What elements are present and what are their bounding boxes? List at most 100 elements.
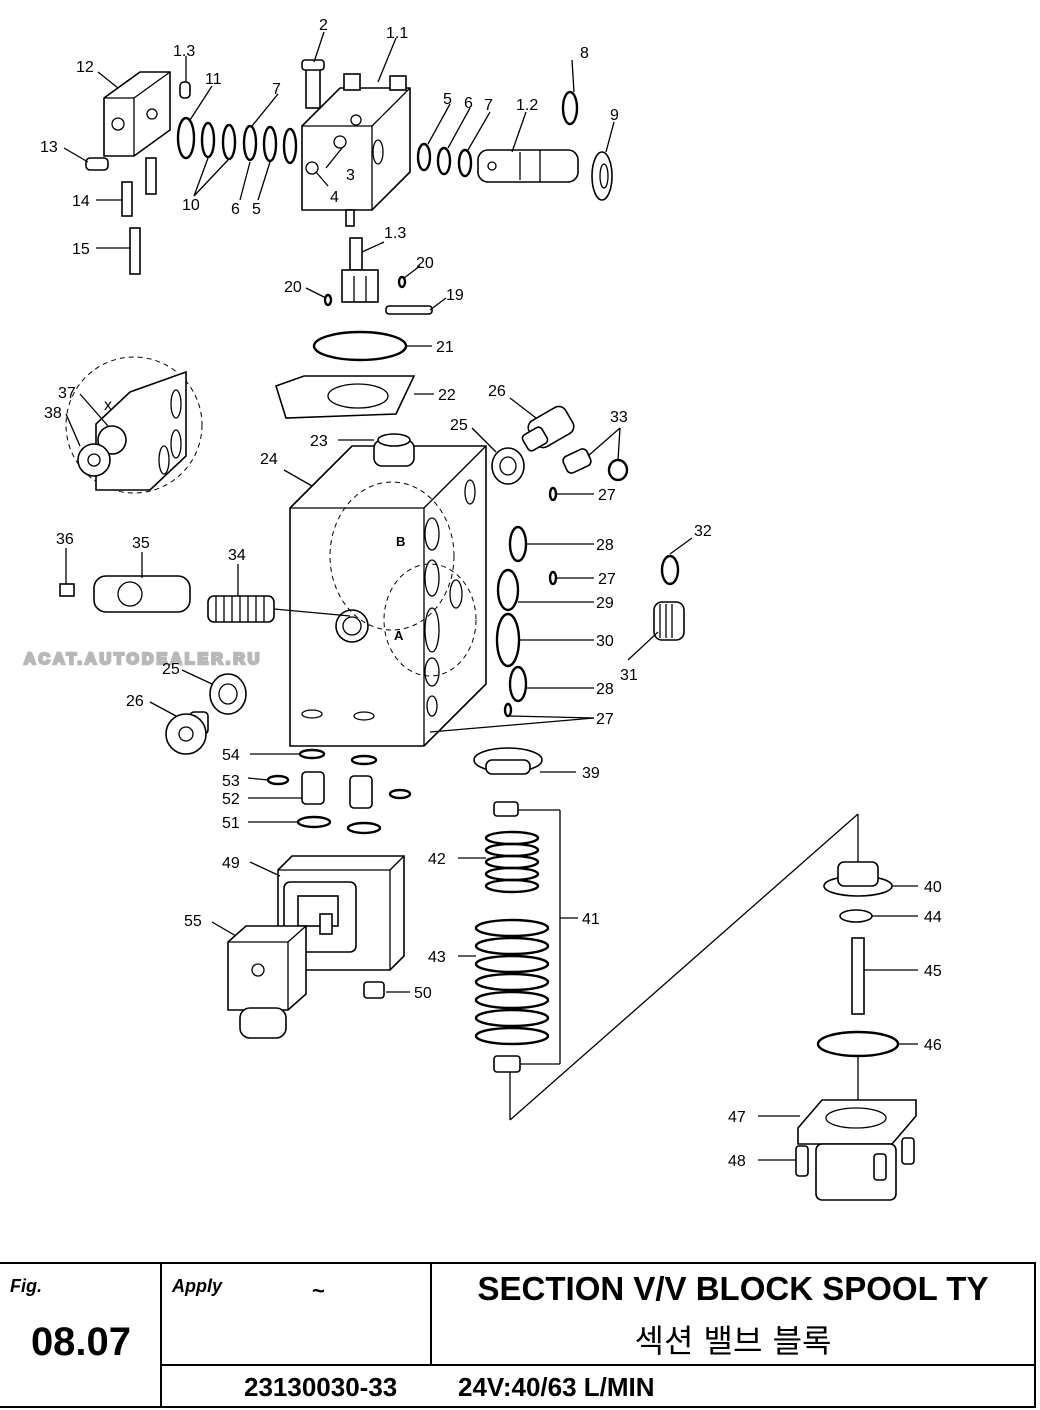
part-14-stud (121, 181, 133, 217)
apply-label: Apply (172, 1276, 223, 1296)
part-31-plug (653, 601, 685, 641)
part-33-oring (607, 458, 629, 482)
callout: 22 (438, 387, 456, 404)
callout: 7 (484, 97, 493, 114)
title-cell: SECTION V/V BLOCK SPOOL TY 섹션 밸브 블록 (432, 1264, 1034, 1364)
callout: 27 (598, 487, 616, 504)
part-42-spring (484, 830, 540, 894)
callout: 44 (924, 909, 942, 926)
callout: 51 (222, 815, 240, 832)
part-25-washer-top (491, 447, 525, 485)
part-8-clip (561, 90, 579, 126)
part-1-2-spool (477, 149, 579, 183)
fig-number: 08.07 (30, 1320, 132, 1364)
part-20-ring-a (323, 293, 333, 307)
callout: 12 (76, 59, 94, 76)
callout: 48 (728, 1153, 746, 1170)
part-number: 23130030-33 (244, 1372, 398, 1402)
callout: 7 (272, 81, 281, 98)
callout: 6 (231, 201, 240, 218)
exploded-parts-diagram: ACAT.AUTODEALER.RU (23, 17, 942, 1201)
callout-labels: 2 1.1 1.3 12 11 7 8 5 6 7 1.2 9 13 3 4 1… (40, 17, 942, 1170)
part-41-seat-top (493, 801, 519, 817)
callout: 24 (260, 451, 278, 468)
callout: 5 (443, 91, 452, 108)
part-2-stem (301, 59, 325, 109)
part-41-seat-bottom (493, 1055, 521, 1073)
callout: 20 (416, 255, 434, 272)
callout: 34 (228, 547, 246, 564)
callout: 13 (40, 139, 58, 156)
part-19-pin (385, 305, 433, 315)
part-15-stud (129, 227, 141, 275)
callout: 1.3 (384, 225, 406, 242)
callout: 23 (310, 433, 328, 450)
callout: 39 (582, 765, 600, 782)
callout: 43 (428, 949, 446, 966)
callout: 27 (598, 571, 616, 588)
part-47-housing (797, 1099, 917, 1201)
callout: 25 (162, 661, 180, 678)
callout: 8 (580, 45, 589, 62)
callout: 25 (450, 417, 468, 434)
callout: 29 (596, 595, 614, 612)
part-44-washer (839, 909, 873, 923)
callout: 32 (694, 523, 712, 540)
part-39-cap (473, 747, 543, 775)
part-49-solenoid-block (277, 855, 405, 971)
part-23-boss (373, 433, 415, 467)
callout: 37 (58, 385, 76, 402)
part-1-3-pin (179, 81, 191, 99)
title-korean: 섹션 밸브 블록 (634, 1322, 832, 1360)
callout: 55 (184, 913, 202, 930)
callout: 47 (728, 1109, 746, 1126)
callout: 38 (44, 405, 62, 422)
part-1-3-clevis (341, 237, 379, 303)
callout: 3 (346, 167, 355, 184)
title-block: Fig. 08.07 Apply ~ SECTION V/V BLOCK SPO… (0, 1262, 1036, 1408)
part-22-gasket (275, 375, 416, 419)
fig-label: Fig. (10, 1276, 42, 1296)
callout: 19 (446, 287, 464, 304)
part-52-valves (301, 771, 373, 809)
part-40-cap (823, 861, 893, 897)
apply-value: ~ (312, 1278, 325, 1303)
callout: 9 (610, 107, 619, 124)
part-43-spring (474, 918, 550, 1046)
callout: 26 (126, 693, 144, 710)
callout: 11 (205, 71, 222, 88)
callout: 33 (610, 409, 628, 426)
callout: 1.3 (173, 43, 195, 60)
callout: 54 (222, 747, 240, 764)
part-12-block (103, 71, 171, 157)
port-label: B (396, 534, 405, 549)
part-14-stud-b (145, 157, 157, 195)
callout: 27 (596, 711, 614, 728)
part-45-bolt (851, 937, 865, 1015)
part-26-plug-left (165, 711, 209, 755)
callout: 10 (182, 197, 200, 214)
title-english: SECTION V/V BLOCK SPOOL TY (477, 1270, 989, 1307)
part-32-oring (660, 554, 680, 586)
part-48-bolts (795, 1137, 915, 1181)
callout: 28 (596, 681, 614, 698)
spec-text: 24V:40/63 L/MIN (458, 1372, 655, 1402)
part-55-coil (227, 925, 307, 1039)
part-36-plug (59, 583, 75, 597)
callout: 50 (414, 985, 432, 1002)
callout: 4 (330, 189, 339, 206)
leader-lines (63, 31, 918, 1161)
callout: 26 (488, 383, 506, 400)
part-1-1-body (301, 73, 411, 227)
callout: 53 (222, 773, 240, 790)
part-9-washer (591, 151, 613, 201)
callout: 1.1 (386, 25, 408, 42)
orings-54-51 (266, 748, 412, 835)
callout: 15 (72, 241, 90, 258)
part-21-oring (312, 330, 408, 362)
seal-rings-right (416, 142, 473, 178)
callout: 28 (596, 537, 614, 554)
part-13-screw (85, 157, 109, 171)
callout: 6 (464, 95, 473, 112)
callout: 46 (924, 1037, 942, 1054)
